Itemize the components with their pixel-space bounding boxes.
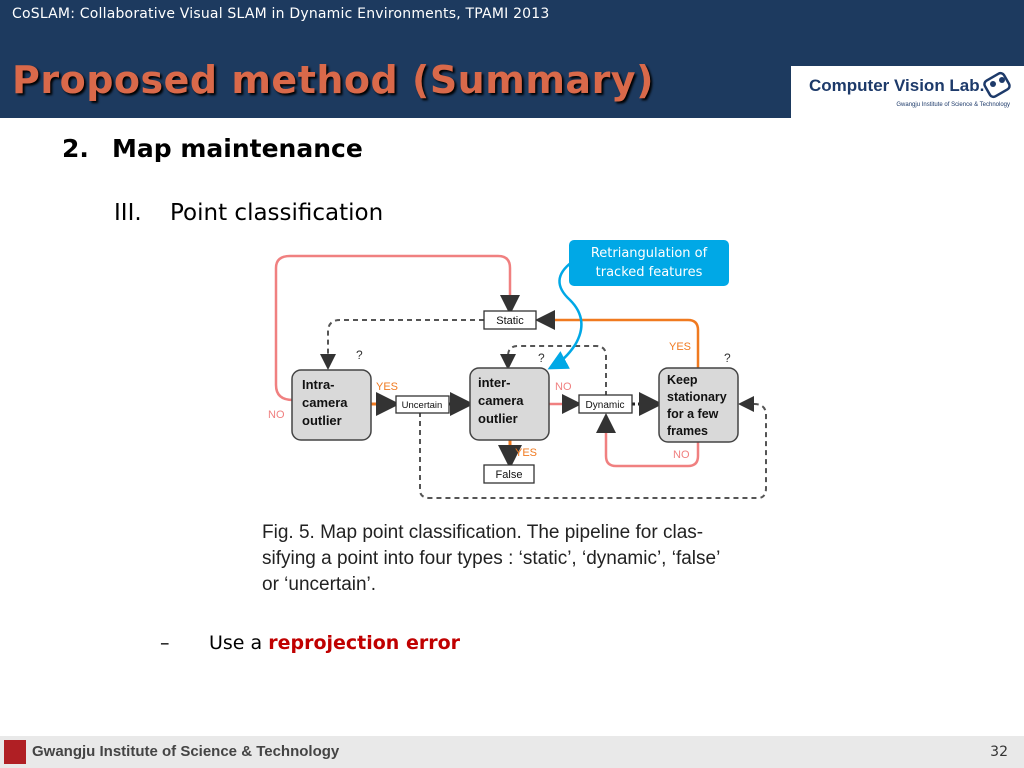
subsection-heading: III. Point classification [114,200,383,226]
institute-name: Gwangju Institute of Science & Technolog… [32,743,340,760]
page-number: 32 [990,744,1008,760]
question-intra: ? [356,348,363,362]
bullet-dash: – [160,632,170,654]
caption-line1: Fig. 5. Map point classification. The pi… [262,522,704,543]
lab-logo-subtitle: Gwangju Institute of Science & Technolog… [896,102,1010,108]
bullet-reprojection: – Use a reprojection error [160,632,460,654]
paper-reference: CoSLAM: Collaborative Visual SLAM in Dyn… [12,6,550,22]
gist-logo-icon [4,740,26,764]
static-to-intra-arrow [320,319,484,370]
caption-line3: or ‘uncertain’. [262,574,377,595]
keep-line4: frames [667,424,708,438]
slide-header: CoSLAM: Collaborative Visual SLAM in Dyn… [0,0,1024,118]
bullet-prefix: Use a [209,632,269,654]
keep-line1: Keep [667,373,698,387]
lab-logo: Computer Vision Lab. Gwangju Institute o… [791,66,1024,118]
inter-camera-outlier-node: inter- camera outlier [469,367,550,441]
no-label-keep: NO [673,449,690,461]
uncertain-node: Uncertain [395,395,450,414]
intra-line3: outlier [302,413,342,428]
yes-label-inter: YES [515,447,537,459]
dynamic-to-inter-arrow [500,345,607,396]
figure-caption: Fig. 5. Map point classification. The pi… [262,520,792,598]
keep-line3: for a few [667,407,719,421]
question-inter: ? [538,351,545,365]
intra-line1: Intra- [302,377,335,392]
section-heading: 2. Map maintenance [62,134,363,163]
no-loop-arrow [274,254,520,402]
yes-label-intra: YES [376,381,398,393]
yes-to-static-arrow [535,310,700,370]
subsection-number: III. [114,200,142,226]
callout-arrow [547,261,583,370]
static-node: Static [483,310,537,330]
uncertain-to-keep-arrow [419,396,767,499]
keep-line2: stationary [667,390,727,404]
slide-title: Proposed method (Summary) [12,58,654,102]
svg-text:Uncertain: Uncertain [402,400,443,411]
bullet-highlight: reprojection error [268,632,460,654]
no-loop-bottom-arrow [596,413,700,468]
no-label-inter: NO [555,381,572,393]
svg-text:Dynamic: Dynamic [586,400,625,411]
intra-camera-outlier-node: Intra- camera outlier [291,369,372,441]
callout-line2: tracked features [595,265,703,280]
section-number: 2. [62,134,89,163]
dynamic-node: Dynamic [578,394,633,414]
slide-footer: Gwangju Institute of Science & Technolog… [0,736,1024,768]
false-node: False [483,464,535,484]
no-label-intra: NO [268,409,285,421]
inter-line1: inter- [478,375,511,390]
inter-line2: camera [478,393,524,408]
caption-line2: sifying a point into four types : ‘stati… [262,548,721,569]
subsection-label: Point classification [170,200,384,226]
retriangulation-callout: Retriangulation of tracked features [569,240,729,286]
yes-label-keep: YES [669,341,691,353]
lab-logo-text: Computer Vision Lab. [809,76,985,95]
section-label: Map maintenance [112,134,363,163]
callout-line1: Retriangulation of [590,246,708,261]
svg-text:Static: Static [496,315,524,327]
inter-line3: outlier [478,411,518,426]
svg-text:False: False [496,469,523,481]
keep-stationary-node: Keep stationary for a few frames [658,367,739,443]
question-keep: ? [724,351,731,365]
robot-icon [983,71,1011,99]
intra-line2: camera [302,395,348,410]
